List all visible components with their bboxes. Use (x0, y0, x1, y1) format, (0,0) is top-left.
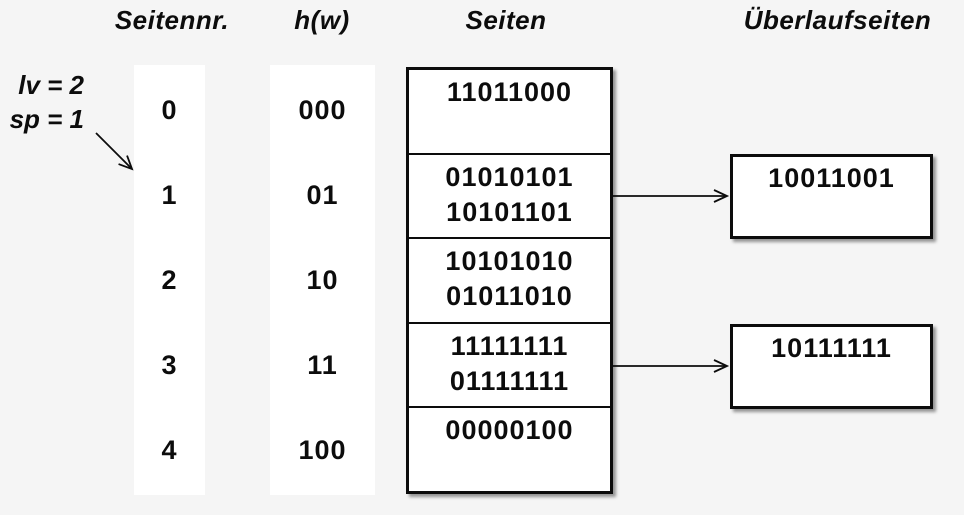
page-entry: 00000100 (445, 415, 574, 446)
page-row-0: 11011000 (409, 70, 610, 153)
page-entry: 11111111 (450, 330, 569, 361)
hash-value-cell: 100 (298, 435, 347, 465)
page-number-cell: 0 (161, 95, 178, 125)
page-row-3: 11111111 01111111 (409, 321, 610, 407)
page-number-cell: 3 (161, 350, 178, 380)
page-entry: 01010101 (445, 161, 574, 192)
header-overflow-pages: Überlaufseiten (743, 5, 932, 35)
overflow-entry: 10111111 (771, 333, 892, 363)
hash-value-column: 000 01 10 11 100 (270, 65, 375, 495)
header-hash-function: h(w) (294, 5, 350, 35)
level-label: lv = 2 (18, 70, 84, 100)
page-entry: 11011000 (446, 77, 573, 107)
hash-value-cell: 11 (307, 350, 338, 380)
header-pages: Seiten (465, 5, 547, 35)
overflow-box-row-3: 10111111 (730, 324, 933, 409)
page-entry: 10101101 (446, 196, 573, 227)
page-row-4: 00000100 (409, 406, 610, 491)
page-number-cell: 4 (161, 435, 178, 465)
page-row-2: 10101010 01011010 (409, 237, 610, 322)
header-page-number: Seitennr. (114, 5, 230, 35)
split-pointer-label: sp = 1 (9, 104, 84, 134)
hash-value-cell: 10 (306, 265, 339, 295)
hash-value-cell: 000 (298, 95, 347, 125)
page-number-column: 0 1 2 3 4 (134, 65, 205, 495)
page-entry: 01111111 (449, 365, 570, 396)
split-pointer-arrow (95, 132, 134, 171)
page-row-1: 01010101 10101101 (409, 152, 610, 238)
page-number-cell: 1 (161, 180, 178, 210)
overflow-box-row-1: 10011001 (730, 154, 933, 239)
page-entry: 10101010 (445, 246, 574, 277)
page-entry: 01011010 (446, 281, 573, 312)
hash-value-cell: 01 (306, 180, 339, 210)
overflow-entry: 10011001 (768, 163, 895, 193)
page-number-cell: 2 (161, 265, 178, 295)
state-annotation: lv = 2 sp = 1 (6, 68, 84, 136)
pages-box: 11011000 01010101 10101101 10101010 0101… (406, 67, 613, 494)
